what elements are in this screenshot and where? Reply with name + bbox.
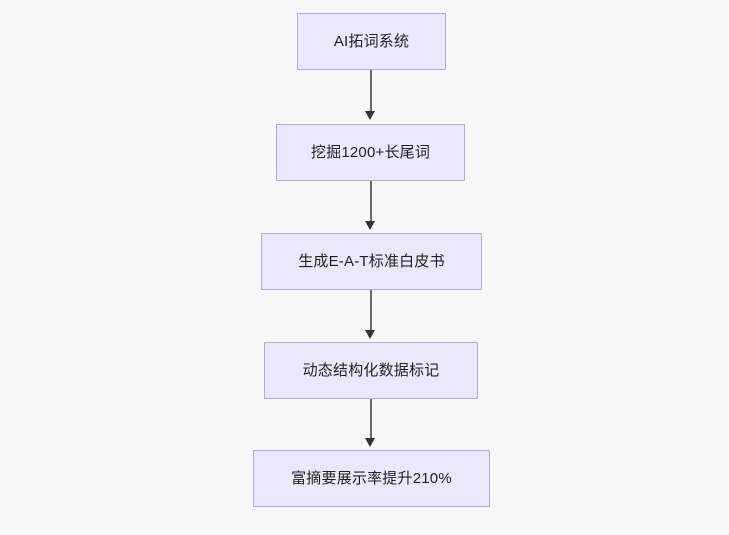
flow-node-label: 动态结构化数据标记 xyxy=(302,362,440,379)
flow-node-generate-eat-whitepaper[interactable]: 生成E-A-T标准白皮书 xyxy=(261,233,482,290)
flow-edge-3-line xyxy=(370,290,372,333)
flow-edge-4-line xyxy=(370,399,372,441)
flow-edge-2-line xyxy=(370,181,372,224)
flow-edge-1-line xyxy=(370,70,372,115)
flow-node-label: 富摘要展示率提升210% xyxy=(291,470,452,487)
flow-node-mine-longtail-keywords[interactable]: 挖掘1200+长尾词 xyxy=(276,124,465,181)
flow-node-label: 挖掘1200+长尾词 xyxy=(310,144,431,161)
flow-edge-1-arrowhead-icon xyxy=(365,111,375,120)
flow-edge-3-arrowhead-icon xyxy=(365,330,375,339)
flow-node-label: AI拓词系统 xyxy=(333,33,410,50)
flow-node-rich-snippet-impression-uplift[interactable]: 富摘要展示率提升210% xyxy=(253,450,490,507)
flow-node-label: 生成E-A-T标准白皮书 xyxy=(298,253,445,270)
flow-edge-4-arrowhead-icon xyxy=(365,438,375,447)
flow-node-dynamic-structured-data-markup[interactable]: 动态结构化数据标记 xyxy=(264,342,478,399)
flow-node-ai-keyword-system[interactable]: AI拓词系统 xyxy=(297,13,446,70)
flow-edge-2-arrowhead-icon xyxy=(365,221,375,230)
